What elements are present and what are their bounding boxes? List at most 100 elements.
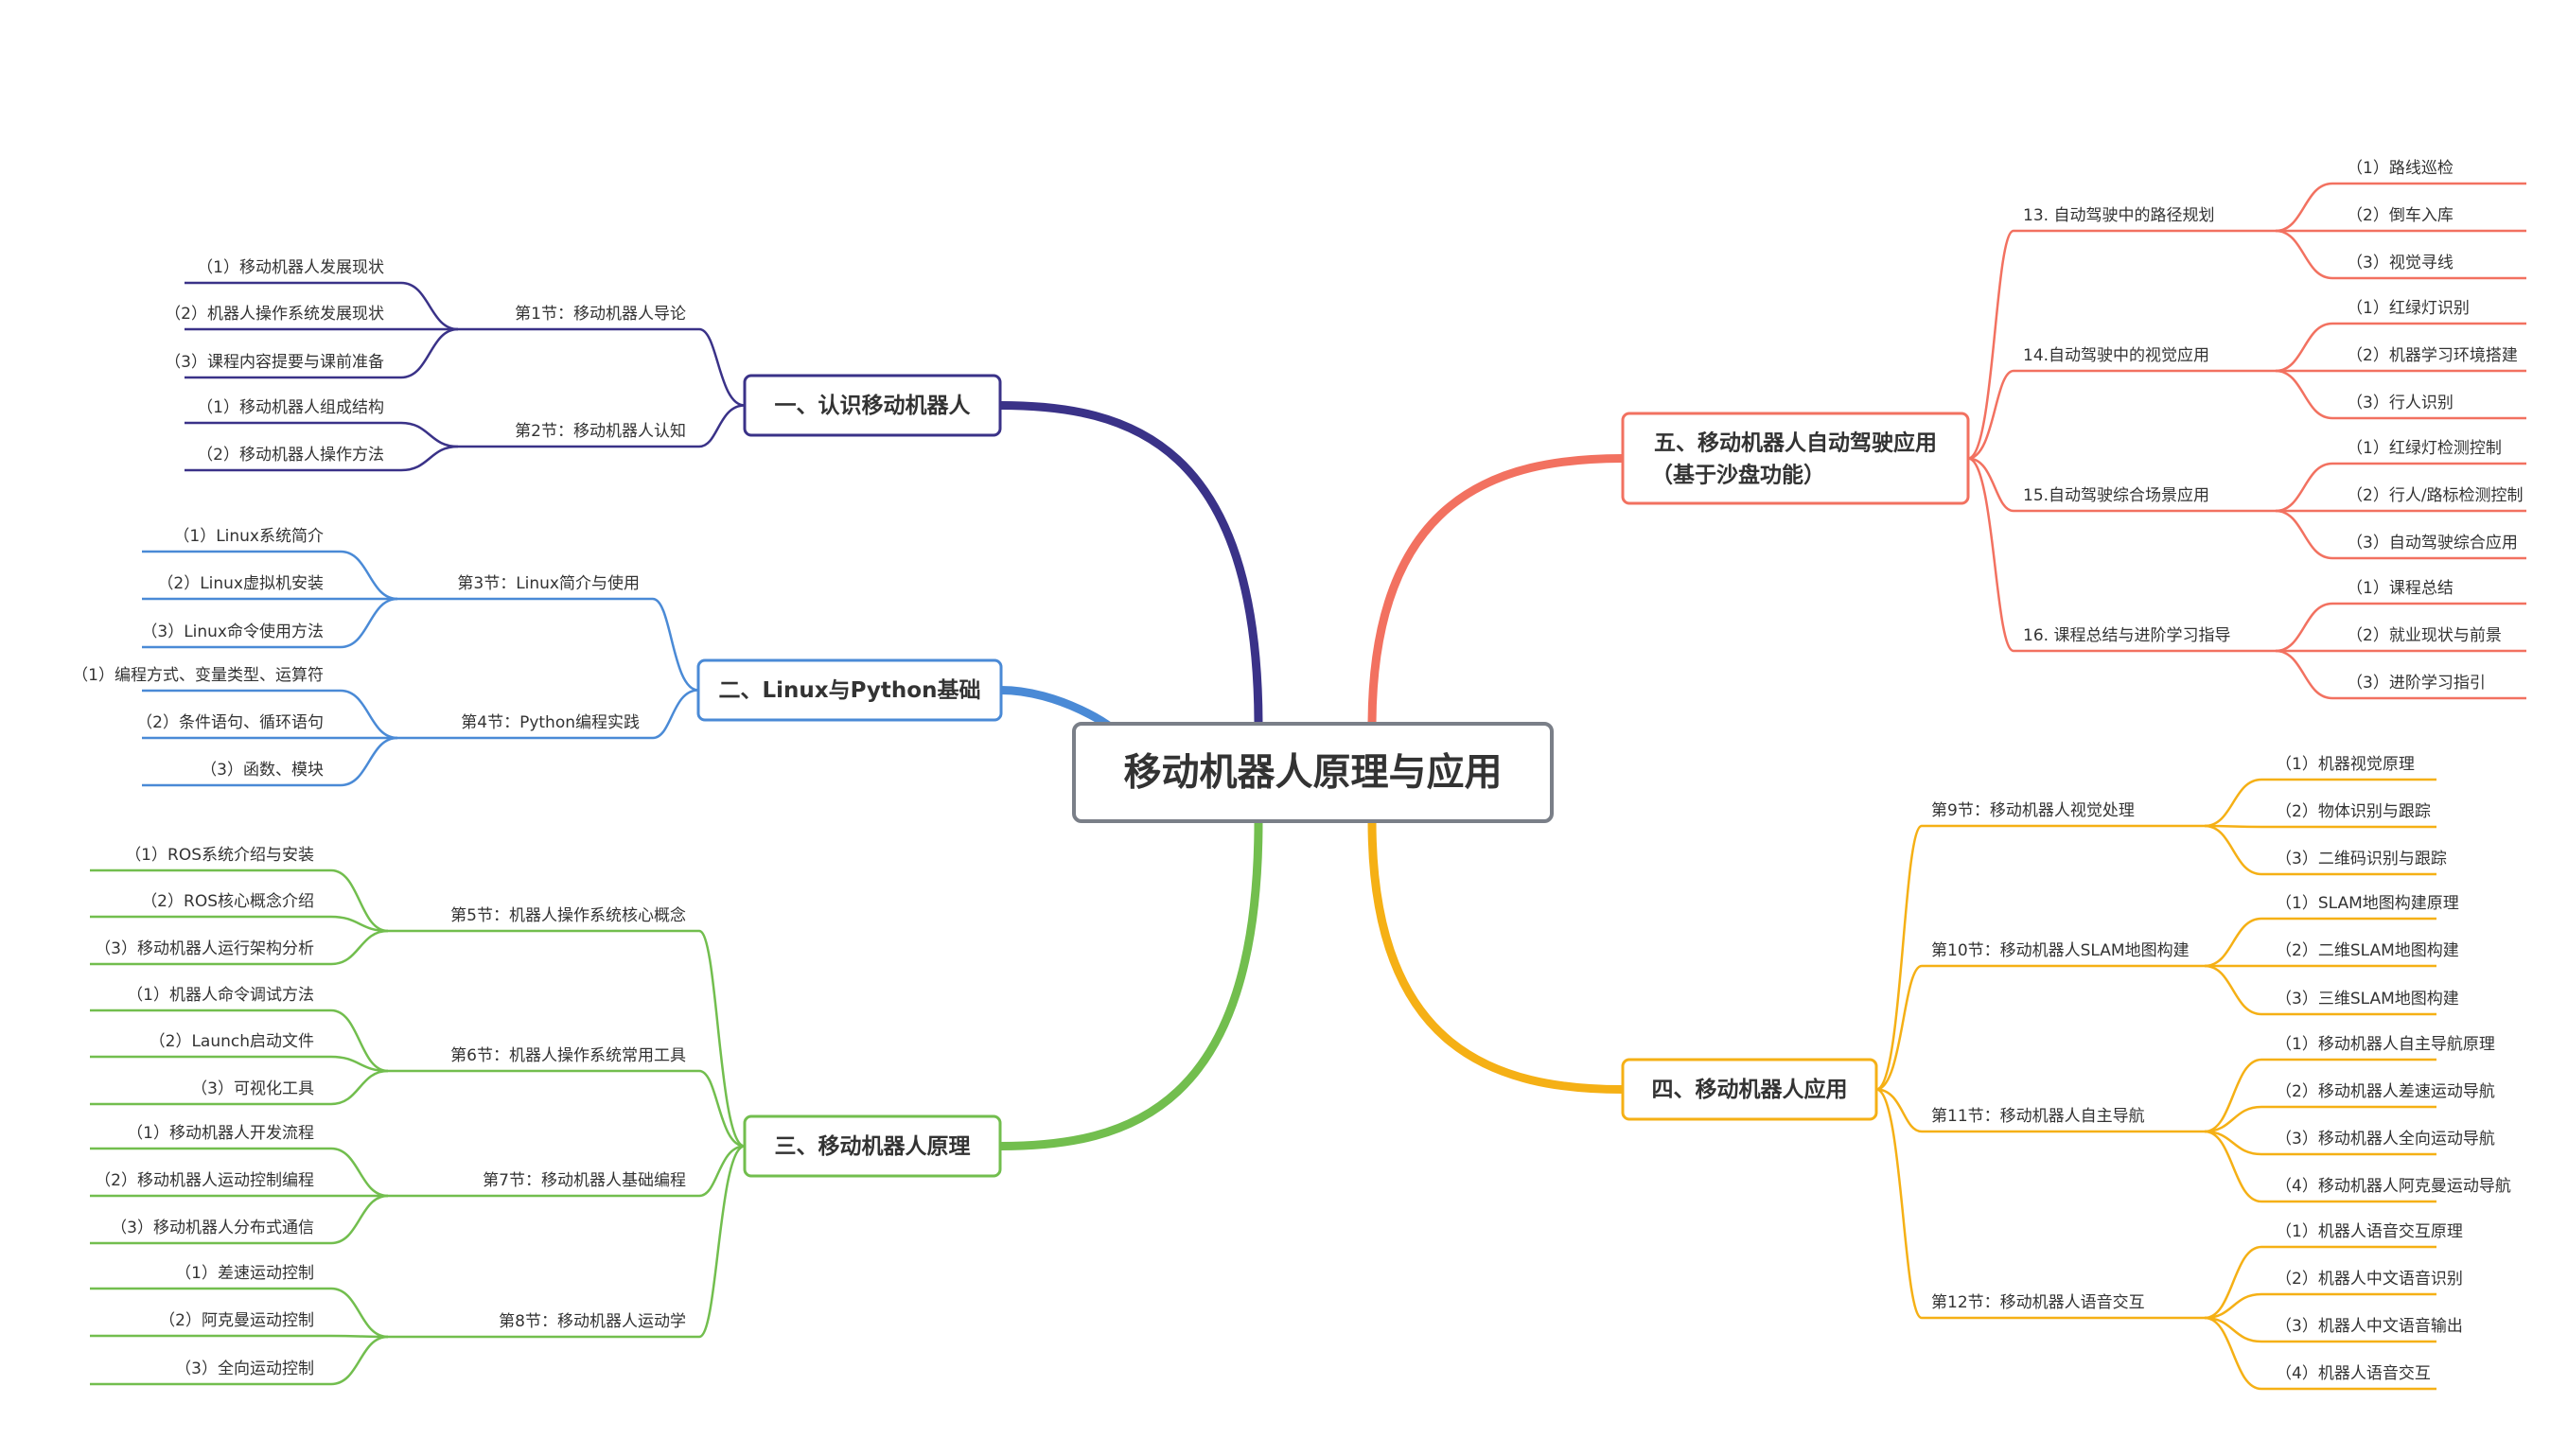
item-connector: [2275, 649, 2333, 700]
leaf-item-label[interactable]: （1）机器人语音交互原理: [2276, 1222, 2463, 1241]
branch-node-label: 四、移动机器人应用: [1652, 1077, 1848, 1102]
leaf-item-label[interactable]: （1）移动机器人组成结构: [197, 398, 384, 417]
root-node-label: 移动机器人原理与应用: [1124, 751, 1503, 795]
leaf-item-label[interactable]: （1）移动机器人开发流程: [127, 1124, 314, 1143]
section-label[interactable]: 第9节：移动机器人视觉处理: [1931, 801, 2135, 820]
section-label[interactable]: 第5节：机器人操作系统核心概念: [450, 905, 686, 925]
leaf-item-label[interactable]: （3）三维SLAM地图构建: [2276, 990, 2459, 1009]
leaf-item-label[interactable]: （1）机器人命令调试方法: [127, 986, 314, 1005]
branch-node-box[interactable]: [696, 658, 1003, 722]
item-connector: [400, 421, 459, 448]
section-label[interactable]: 第11节：移动机器人自主导航: [1931, 1107, 2145, 1126]
item-connector: [2204, 1130, 2262, 1156]
leaf-item-label[interactable]: （1）红绿灯检测控制: [2347, 439, 2502, 458]
leaf-item-label[interactable]: （2）阿克曼运动控制: [159, 1311, 314, 1330]
leaf-item-label[interactable]: （3）移动机器人全向运动导航: [2276, 1130, 2495, 1149]
section-label[interactable]: 第3节：Linux简介与使用: [457, 573, 640, 593]
leaf-item-label[interactable]: （2）移动机器人操作方法: [197, 446, 384, 465]
item-connector: [400, 281, 459, 331]
leaf-item-label[interactable]: （2）ROS核心概念介绍: [141, 891, 314, 911]
leaf-item-label[interactable]: （2）物体识别与跟踪: [2276, 802, 2431, 821]
leaf-item-label[interactable]: （2）二维SLAM地图构建: [2276, 941, 2459, 960]
item-connector: [330, 1147, 389, 1198]
leaf-item-label[interactable]: （3）Linux命令使用方法: [141, 622, 324, 641]
leaf-item-label[interactable]: （2）移动机器人差速运动导航: [2276, 1082, 2495, 1101]
section-label[interactable]: 16. 课程总结与进阶学习指导: [2023, 626, 2230, 645]
leaf-item-label[interactable]: （3）机器人中文语音输出: [2276, 1317, 2463, 1336]
section-label[interactable]: 14.自动驾驶中的视觉应用: [2023, 346, 2209, 365]
section-label[interactable]: 第6节：机器人操作系统常用工具: [450, 1046, 686, 1065]
leaf-item-label[interactable]: （3）行人识别: [2347, 394, 2454, 412]
mindmap-nodes: 一、认识移动机器人第1节：移动机器人导论（1）移动机器人发展现状（2）机器人操作…: [72, 159, 2523, 1383]
leaf-item-label[interactable]: （2）机器学习环境搭建: [2347, 346, 2518, 365]
leaf-item-label[interactable]: （2）就业现状与前景: [2347, 626, 2502, 645]
section-label[interactable]: 第10节：移动机器人SLAM地图构建: [1931, 941, 2190, 960]
section-connector: [698, 1069, 746, 1148]
leaf-item-label[interactable]: （1）路线巡检: [2347, 159, 2454, 178]
leaf-item-label[interactable]: （3）自动驾驶综合应用: [2347, 534, 2518, 553]
leaf-item-label[interactable]: （4）移动机器人阿克曼运动导航: [2276, 1177, 2511, 1196]
item-connector: [2204, 1105, 2262, 1133]
leaf-item-label[interactable]: （2）Linux虚拟机安装: [157, 574, 324, 593]
leaf-item-label[interactable]: （1）编程方式、变量类型、运算符: [72, 666, 324, 685]
section-label[interactable]: 13. 自动驾驶中的路径规划: [2023, 206, 2214, 225]
leaf-item-label[interactable]: （2）行人/路标检测控制: [2347, 486, 2524, 505]
section-connector: [1967, 229, 2014, 460]
leaf-item-label[interactable]: （2）条件语句、循环语句: [136, 713, 324, 732]
item-connector: [2275, 322, 2333, 373]
section-connector: [1967, 369, 2014, 460]
section-connector: [698, 327, 746, 407]
item-connector: [2204, 1316, 2262, 1343]
section-label[interactable]: 第1节：移动机器人导论: [515, 305, 686, 324]
leaf-item-label[interactable]: （3）全向运动控制: [175, 1360, 314, 1378]
branch-node-label: 二、Linux与Python基础: [719, 678, 981, 703]
item-connector: [2275, 462, 2333, 513]
leaf-item-label[interactable]: （3）课程内容提要与课前准备: [165, 353, 384, 372]
leaf-item-label[interactable]: （1）Linux系统简介: [173, 527, 324, 546]
branch-node-box[interactable]: [743, 374, 1002, 437]
branch-node-box[interactable]: [1621, 412, 1970, 505]
leaf-item-label[interactable]: （1）SLAM地图构建原理: [2276, 894, 2459, 913]
section-label[interactable]: 第12节：移动机器人语音交互: [1931, 1293, 2145, 1312]
item-connector: [2275, 602, 2333, 653]
section-label[interactable]: 第2节：移动机器人认知: [515, 422, 686, 441]
leaf-item-label[interactable]: （2）移动机器人运动控制编程: [95, 1171, 314, 1190]
leaf-item-label[interactable]: （3）可视化工具: [191, 1079, 314, 1098]
leaf-item-label[interactable]: （2）倒车入库: [2347, 206, 2454, 225]
leaf-item-label[interactable]: （1）ROS系统介绍与安装: [125, 846, 314, 865]
section-label[interactable]: 第4节：Python编程实践: [461, 713, 640, 732]
leaf-item-label[interactable]: （2）机器人中文语音识别: [2276, 1270, 2463, 1289]
leaf-item-label[interactable]: （1）红绿灯识别: [2347, 299, 2470, 318]
item-connector: [400, 327, 459, 379]
branch-node-box[interactable]: [1621, 1058, 1878, 1121]
leaf-item-label[interactable]: （2）Launch启动文件: [150, 1032, 314, 1051]
item-connector: [340, 736, 398, 787]
leaf-item-label[interactable]: （4）机器人语音交互: [2276, 1364, 2431, 1383]
section-connector: [1875, 1088, 1923, 1320]
connector-lines: [90, 182, 2526, 1391]
branch-node-box[interactable]: [743, 1114, 1002, 1178]
section-label[interactable]: 第8节：移动机器人运动学: [499, 1312, 686, 1331]
leaf-item-label[interactable]: （1）课程总结: [2347, 579, 2454, 598]
leaf-item-label[interactable]: （1）机器视觉原理: [2276, 755, 2415, 774]
section-label[interactable]: 15.自动驾驶综合场景应用: [2023, 486, 2209, 505]
section-label[interactable]: 第7节：移动机器人基础编程: [483, 1171, 686, 1190]
leaf-item-label[interactable]: （3）移动机器人运行架构分析: [95, 939, 314, 958]
item-connector: [330, 1194, 389, 1245]
branch-trunk-line: [1367, 454, 1627, 731]
leaf-item-label[interactable]: （3）二维码识别与跟踪: [2276, 850, 2447, 868]
leaf-item-label[interactable]: （3）进阶学习指引: [2347, 674, 2486, 693]
item-connector: [330, 1287, 389, 1339]
root-node-box[interactable]: [1072, 722, 1554, 823]
leaf-item-label[interactable]: （1）差速运动控制: [175, 1264, 314, 1283]
leaf-item-label[interactable]: （1）移动机器人自主导航原理: [2276, 1035, 2495, 1054]
leaf-item-label[interactable]: （3）视觉寻线: [2347, 254, 2454, 272]
item-connector: [2204, 824, 2262, 876]
item-connector: [330, 1069, 389, 1106]
branch-node-label: 五、移动机器人自动驾驶应用: [1654, 430, 1937, 456]
leaf-item-label[interactable]: （1）移动机器人发展现状: [197, 258, 384, 277]
branch-trunk-line: [995, 816, 1263, 1150]
leaf-item-label[interactable]: （3）移动机器人分布式通信: [111, 1219, 314, 1237]
leaf-item-label[interactable]: （3）函数、模块: [201, 761, 324, 780]
leaf-item-label[interactable]: （2）机器人操作系统发展现状: [165, 305, 384, 324]
